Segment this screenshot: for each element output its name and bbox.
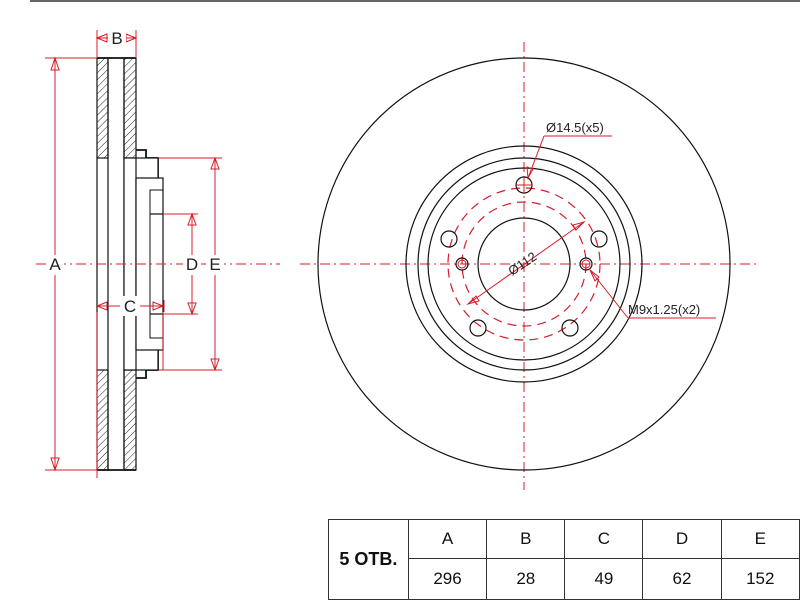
outer-friction-ring-bottom (96, 369, 109, 471)
center-bore (477, 217, 571, 311)
pcd-circle (447, 187, 601, 341)
inner-friction-ring-bottom (123, 369, 137, 471)
dim-e-label: E (209, 255, 220, 274)
disc-outer-circle (317, 57, 731, 471)
friction-inner-circle (405, 145, 643, 383)
bolt-hole (590, 230, 608, 248)
value-b: 28 (486, 558, 566, 600)
header-a: A (407, 519, 488, 559)
dim-a-label: A (49, 255, 61, 274)
outer-friction-ring-top (96, 57, 109, 159)
holes-count: 5 (339, 549, 350, 569)
dim-b-label: B (111, 29, 122, 48)
spec-table: 5 ОТВ. A B C D E 296 28 49 62 152 (328, 519, 800, 600)
value-d: 62 (642, 558, 722, 600)
bolt-hole (440, 230, 458, 248)
value-a: 296 (407, 558, 488, 600)
holes-suffix: ОТВ. (354, 549, 398, 569)
table-row: 296 28 49 62 152 (329, 558, 800, 600)
dim-c-label: C (124, 297, 136, 316)
header-c: C (564, 519, 644, 559)
dim-d-label: D (186, 255, 198, 274)
front-view: Ø14.5(x5) Ø112 M9x1.25(x2) (300, 42, 760, 490)
header-b: B (486, 519, 566, 559)
inner-friction-ring-top (123, 57, 137, 159)
threaded-hole (455, 257, 469, 271)
hat-inner-circle (427, 167, 621, 361)
pcd-note: Ø112 (505, 249, 539, 279)
hat-outer-circle (417, 157, 631, 371)
bolt-hole (469, 319, 487, 337)
holes-cell: 5 ОТВ. (328, 519, 409, 600)
hole-note: Ø14.5(x5) (546, 120, 604, 135)
thread-note: M9x1.25(x2) (628, 302, 700, 317)
side-view: A B C D E (36, 29, 280, 478)
header-e: E (720, 519, 800, 559)
bolt-hole (561, 319, 579, 337)
header-d: D (642, 519, 722, 559)
value-c: 49 (564, 558, 644, 600)
threaded-hole (579, 257, 593, 271)
table-row: 5 ОТВ. A B C D E (328, 519, 800, 600)
value-e: 152 (720, 558, 800, 600)
